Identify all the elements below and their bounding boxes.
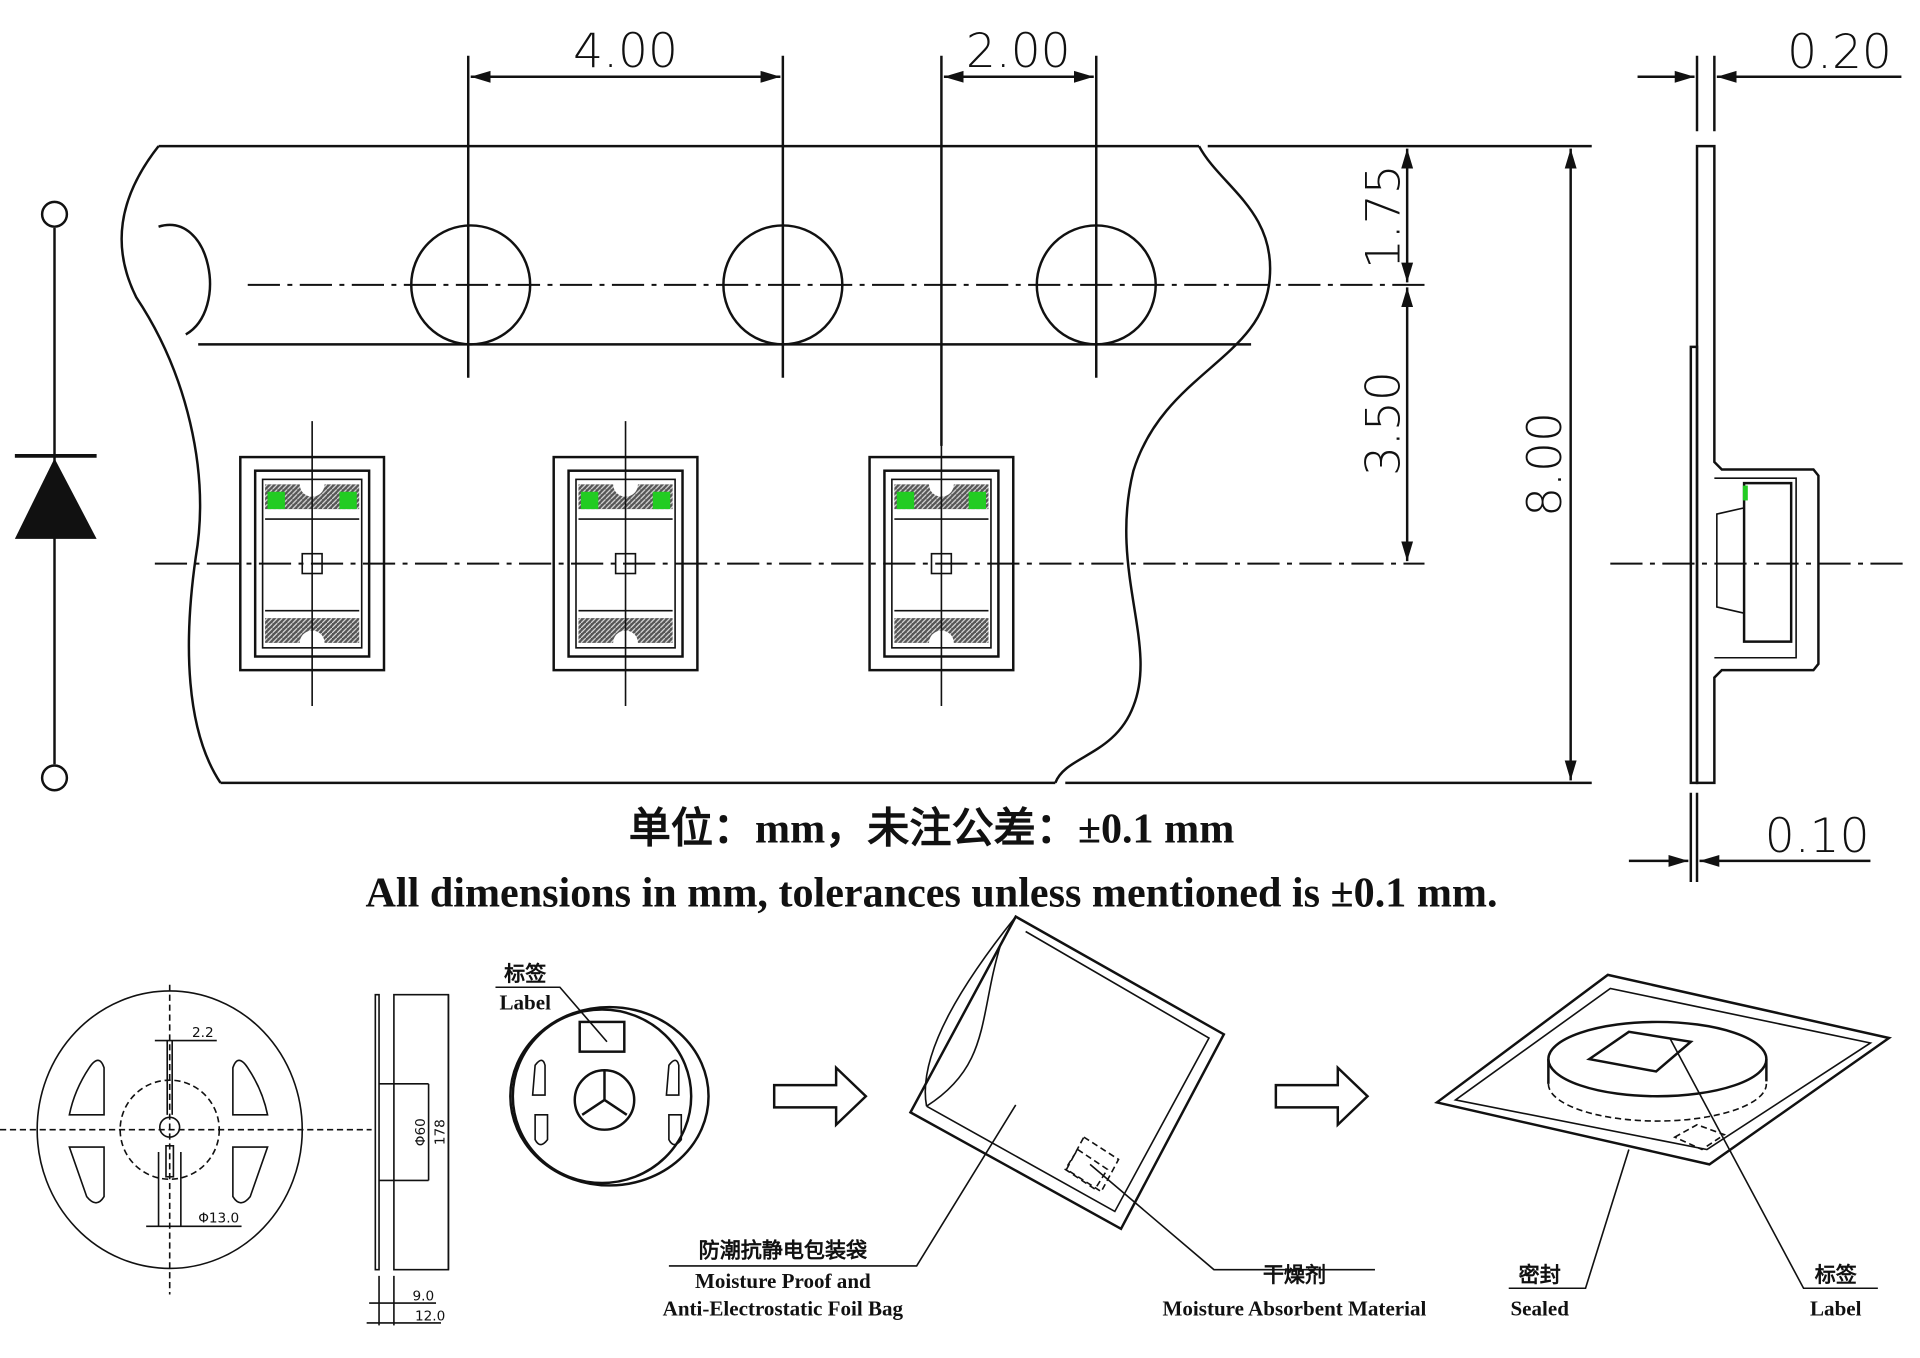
bag-label-en-1: Moisture Proof and — [695, 1269, 871, 1293]
label-callout-en: Label — [499, 991, 551, 1015]
dimension-label: 2.00 — [966, 24, 1071, 79]
desiccant-label-en: Moisture Absorbent Material — [1163, 1296, 1427, 1320]
foil-bag: 防潮抗静电包装袋 Moisture Proof and Anti-Electro… — [663, 914, 1427, 1320]
dimension-label: 2.2 — [192, 1025, 214, 1041]
dimension-label: 1.75 — [1357, 164, 1412, 269]
reel-with-label: 标签 Label — [495, 961, 710, 1187]
arrow-right-icon — [1274, 1064, 1370, 1128]
arrow-right-icon — [772, 1064, 868, 1128]
sealed-bag: 密封 Sealed 标签 Label — [1433, 973, 1893, 1320]
bag-label-callout-en: Label — [1810, 1296, 1862, 1320]
bag-label-cn: 防潮抗静电包装袋 — [699, 1237, 868, 1262]
units-note-en: All dimensions in mm, tolerances unless … — [365, 870, 1497, 917]
dimension-label: 0.20 — [1787, 25, 1892, 80]
reel-front-view: 2.2 Φ13.0 — [0, 984, 372, 1295]
reel-side-view: Φ60 178 9.0 12.0 — [366, 993, 450, 1326]
carrier-tape — [120, 144, 1425, 785]
sealed-label-en: Sealed — [1510, 1296, 1569, 1320]
dimension-label: 4.00 — [573, 24, 678, 79]
dimension-2-00: 2.00 — [940, 24, 1098, 446]
tape-side-view: 0.20 0.10 — [1610, 25, 1908, 882]
dimension-label: Φ13.0 — [198, 1211, 239, 1227]
dimension-label: 178 — [433, 1119, 449, 1145]
bag-label-callout-cn: 标签 — [1815, 1262, 1858, 1287]
dimension-label: 12.0 — [415, 1308, 445, 1324]
pocket-2 — [552, 421, 699, 707]
diode-symbol-icon — [14, 200, 97, 792]
dimension-label: Φ60 — [413, 1118, 429, 1146]
pocket-1 — [239, 421, 386, 707]
sealed-label-cn: 密封 — [1519, 1262, 1561, 1287]
dimension-label: 3.50 — [1357, 371, 1412, 476]
bag-label-en-2: Anti-Electrostatic Foil Bag — [663, 1296, 904, 1320]
dimension-8-00: 8.00 — [1518, 148, 1577, 781]
units-note-cn: 单位：mm，未注公差：±0.1 mm — [629, 805, 1235, 852]
desiccant-label-cn: 干燥剂 — [1263, 1262, 1326, 1287]
dimension-label: 9.0 — [412, 1289, 434, 1305]
dimension-1-75-3-50: 1.75 3.50 — [1065, 144, 1592, 785]
pocket-3 — [868, 421, 1015, 707]
dimension-label: 0.10 — [1765, 809, 1870, 864]
dimension-4-00: 4.00 — [466, 24, 785, 378]
label-callout-cn: 标签 — [504, 961, 547, 986]
dimension-label: 8.00 — [1518, 412, 1573, 517]
